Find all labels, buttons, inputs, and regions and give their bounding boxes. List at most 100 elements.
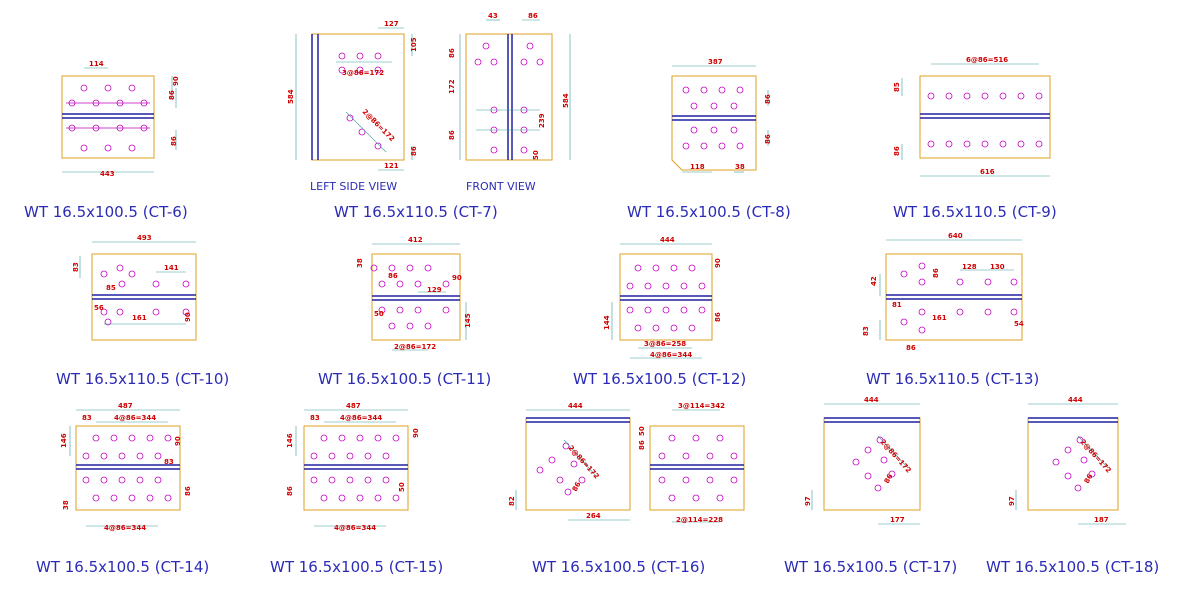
dim-label: 90 [714, 258, 722, 268]
detail-ct10: 493 83 141 85 56 161 90 [72, 234, 197, 341]
dim-label: 86 [714, 312, 722, 322]
dim-label: 412 [408, 236, 423, 244]
dim-label: 82 [508, 496, 516, 506]
dim-label: 127 [384, 20, 399, 28]
dim-label: 146 [286, 433, 294, 448]
dim-label: 38 [356, 258, 364, 268]
caption-ct14: WT 16.5x100.5 (CT-14) [36, 558, 209, 576]
dim-label: 90 [172, 76, 180, 86]
dim-label: 90 [412, 428, 420, 438]
detail-ct15: 487 83 4@86=344 146 90 86 50 4@86=344 [286, 402, 420, 532]
detail-ct7-side-view: 127 105 3@86=172 2@86=172 584 121 86 LEF… [287, 20, 418, 193]
dim-label: 83 [862, 326, 870, 336]
dim-label: 2@86=172 [879, 438, 913, 475]
dim-label: 444 [660, 236, 675, 244]
caption-ct9: WT 16.5x110.5 (CT-9) [893, 203, 1057, 221]
dim-label: 3@86=258 [644, 340, 686, 348]
detail-ct11: 412 38 86 90 129 50 145 2@86=172 [356, 236, 472, 351]
dim-label: 86 [410, 146, 418, 156]
detail-ct7-front-view: 43 86 86 239 172 86 50 584 FRONT VIEW [448, 12, 571, 193]
detail-ct9: 6@86=516 85 86 616 [893, 56, 1051, 177]
caption-ct6: WT 16.5x100.5 (CT-6) [24, 203, 188, 221]
dim-label: 444 [568, 402, 583, 410]
dim-label: 86 [893, 146, 901, 156]
dim-label: 146 [60, 433, 68, 448]
dim-label: 4@86=344 [114, 414, 156, 422]
caption-ct13: WT 16.5x110.5 (CT-13) [866, 370, 1039, 388]
dim-label: 443 [100, 170, 115, 178]
dim-label: 54 [1014, 320, 1024, 328]
dim-label: 86 [932, 268, 940, 278]
dim-label: 4@86=344 [340, 414, 382, 422]
dim-label: 161 [932, 314, 947, 322]
dim-label: 387 [708, 58, 723, 66]
caption-ct12: WT 16.5x100.5 (CT-12) [573, 370, 746, 388]
dim-label: 38 [735, 163, 745, 171]
dim-label: 584 [562, 93, 570, 108]
dim-label: 86 [571, 480, 583, 493]
dim-label: 2@86=172 [361, 108, 397, 144]
dim-label: 83 [310, 414, 320, 422]
dim-label: 86 [286, 486, 294, 496]
dim-label: 129 [427, 286, 442, 294]
dim-label: 86 [168, 90, 176, 100]
dim-label: 141 [164, 264, 179, 272]
dim-label: 90 [452, 274, 462, 282]
caption-ct8: WT 16.5x100.5 (CT-8) [627, 203, 791, 221]
dim-label: 444 [1068, 396, 1083, 404]
dim-label: 239 [538, 113, 546, 128]
dim-label: 4@86=344 [334, 524, 376, 532]
detail-ct6: 114 90 86 86 443 [61, 60, 180, 178]
dim-label: 4@86=344 [650, 351, 692, 359]
dim-label: 144 [603, 315, 611, 330]
dim-label: 97 [1008, 496, 1016, 506]
view-label-front: FRONT VIEW [466, 180, 536, 193]
dim-label: 83 [82, 414, 92, 422]
dim-label: 105 [410, 37, 418, 52]
dim-label: 2@114=228 [676, 516, 723, 524]
caption-ct7: WT 16.5x110.5 (CT-7) [334, 203, 498, 221]
dim-label: 114 [89, 60, 104, 68]
view-label-left-side: LEFT SIDE VIEW [310, 180, 397, 193]
dim-label: 3@114=342 [678, 402, 725, 410]
dim-label: 85 [893, 82, 901, 92]
dim-label: 172 [448, 79, 456, 94]
detail-ct8: 387 86 86 118 38 [671, 58, 772, 173]
caption-ct18: WT 16.5x100.5 (CT-18) [986, 558, 1159, 576]
caption-ct10: WT 16.5x110.5 (CT-10) [56, 370, 229, 388]
dim-label: 86 [528, 12, 538, 20]
dim-label: 640 [948, 232, 963, 240]
dim-label: 42 [870, 276, 878, 286]
dim-label: 2@86=172 [394, 343, 436, 351]
dim-label: 50 [532, 150, 540, 160]
dim-label: 584 [287, 89, 295, 104]
dim-label: 50 [374, 310, 384, 318]
dim-label: 86 [764, 94, 772, 104]
dim-label: 2@86=172 [1079, 438, 1113, 475]
dim-label: 50 [398, 482, 406, 492]
caption-ct16: WT 16.5x100.5 (CT-16) [532, 558, 705, 576]
dim-label: 81 [892, 301, 902, 309]
dim-label: 86 [184, 486, 192, 496]
dim-label: 86 [764, 134, 772, 144]
detail-ct14: 487 83 4@86=344 146 90 83 86 38 4@86=344 [60, 402, 192, 532]
dim-label: 487 [346, 402, 361, 410]
dim-label: 83 [164, 458, 174, 466]
caption-ct17: WT 16.5x100.5 (CT-17) [784, 558, 957, 576]
dim-label: 444 [864, 396, 879, 404]
detail-ct17: 444 2@86=172 86 97 177 [804, 396, 921, 525]
dim-label: 616 [980, 168, 995, 176]
dim-label: 177 [890, 516, 905, 524]
dim-label: 86 [638, 440, 646, 450]
caption-ct11: WT 16.5x100.5 (CT-11) [318, 370, 491, 388]
dim-label: 86 [883, 472, 895, 485]
dim-label: 85 [106, 284, 116, 292]
dim-label: 145 [464, 313, 472, 328]
dim-label: 118 [690, 163, 705, 171]
dim-label: 487 [118, 402, 133, 410]
detail-ct18: 444 2@86=172 86 97 187 [1008, 396, 1126, 525]
dim-label: 50 [638, 426, 646, 436]
dim-label: 161 [132, 314, 147, 322]
detail-ct16-left: 444 2@86=172 82 86 264 [508, 402, 631, 521]
